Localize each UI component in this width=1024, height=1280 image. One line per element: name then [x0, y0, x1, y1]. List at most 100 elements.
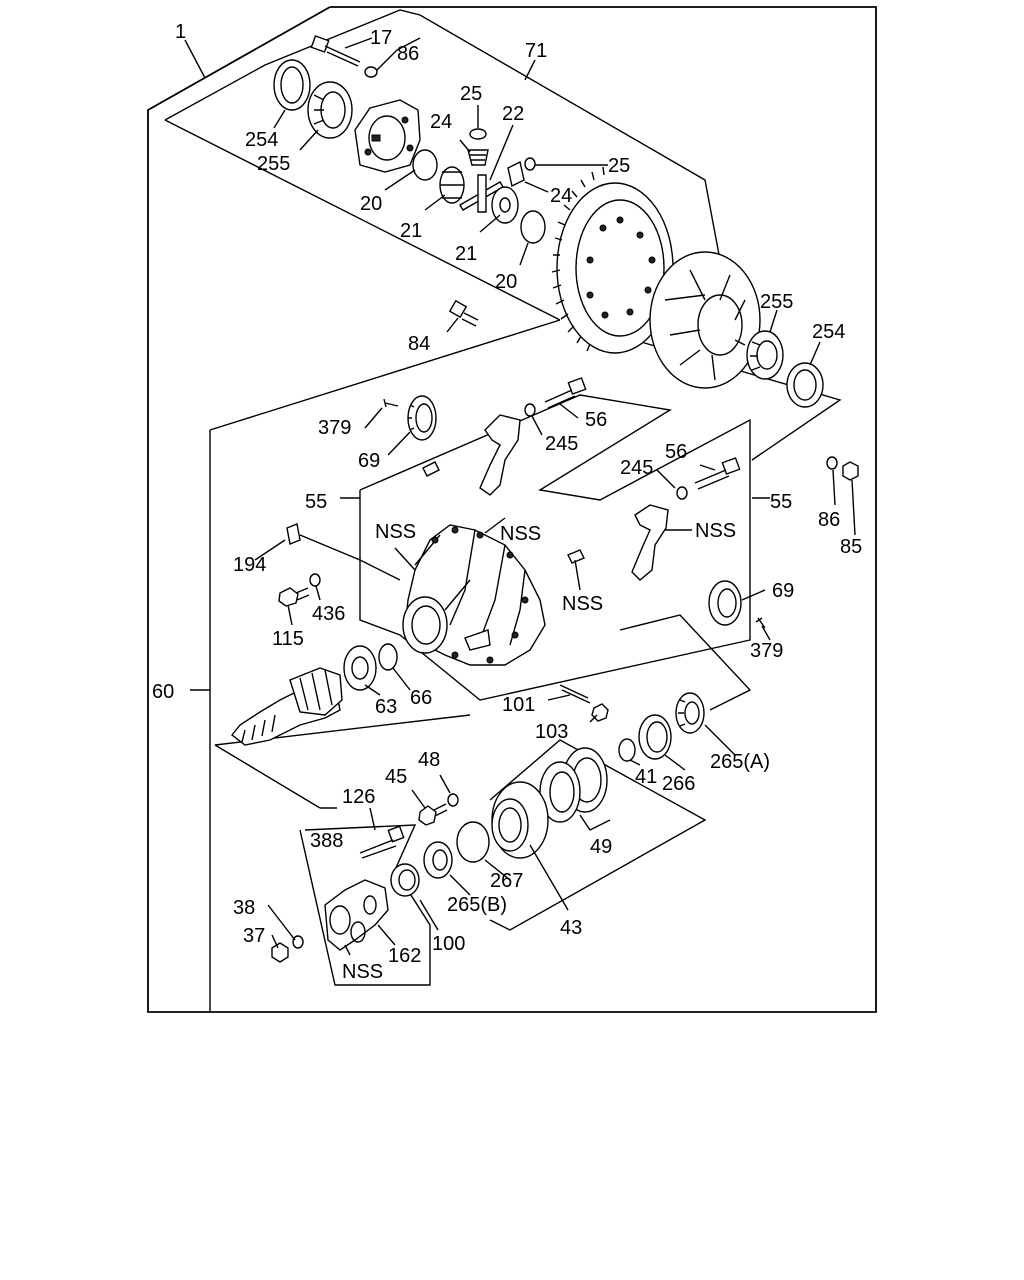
differential-case-half [354, 99, 421, 173]
callout-86-right: 86 [818, 509, 840, 531]
washer-25-right [524, 157, 536, 171]
callout-24-right: 24 [550, 185, 572, 207]
callout-55-left: 55 [305, 491, 327, 513]
bearing-255-right [746, 330, 784, 380]
callout-194: 194 [233, 554, 266, 576]
callout-265b: 265(B) [447, 894, 507, 916]
bolt-56-right [694, 457, 741, 490]
callout-379-right: 379 [750, 640, 783, 662]
callout-37: 37 [243, 925, 265, 947]
bearing-cap-55-top [479, 414, 521, 496]
leader-lines [184, 37, 856, 956]
dowel-nss-right [567, 549, 585, 564]
callout-69-right: 69 [772, 580, 794, 602]
callout-101: 101 [502, 694, 535, 716]
bolt-115 [278, 587, 310, 607]
callout-436: 436 [312, 603, 345, 625]
callout-266: 266 [662, 773, 695, 795]
callout-25-right: 25 [608, 155, 630, 177]
adjuster-69-right [708, 580, 742, 626]
callout-255-right: 255 [760, 291, 793, 313]
dowel-nss-top [422, 461, 440, 477]
flange-yoke-162 [324, 879, 389, 951]
callout-71: 71 [525, 40, 547, 62]
bolt-388 [359, 825, 405, 859]
callout-1: 1 [175, 21, 186, 43]
bearing-race-254-right [786, 362, 824, 408]
callout-22: 22 [502, 103, 524, 125]
bearing-cap-55-right [631, 504, 669, 581]
pinion-gear-24-top [467, 149, 489, 166]
bearing-retainer-43 [491, 781, 549, 859]
callout-49: 49 [590, 836, 612, 858]
callout-379-top: 379 [318, 417, 351, 439]
adjuster-69-top [407, 395, 437, 441]
callout-nss-cap-right: NSS [695, 520, 736, 542]
callout-56-top: 56 [585, 409, 607, 431]
callout-25-top: 25 [460, 83, 482, 105]
bearing-race-254-left [273, 59, 311, 111]
callout-115: 115 [272, 628, 304, 650]
bolt-56-top [544, 377, 587, 409]
callout-103: 103 [535, 721, 568, 743]
washer-25-top [469, 128, 487, 140]
callout-267: 267 [490, 870, 523, 892]
thrust-washer-20-right [520, 210, 546, 244]
callout-55-right: 55 [770, 491, 792, 513]
ring-66 [378, 643, 398, 671]
callout-41: 41 [635, 766, 657, 788]
side-gear-21-left [439, 166, 465, 204]
bearing-race-267 [456, 821, 490, 863]
callout-60: 60 [152, 681, 174, 703]
callout-nss-carrier: NSS [375, 521, 416, 543]
washer-48 [447, 793, 459, 807]
plug-194 [286, 523, 301, 545]
differential-group-outline [164, 9, 842, 461]
callout-21-right: 21 [455, 243, 477, 265]
bolt-84 [448, 299, 479, 327]
yoke-group-outline [299, 824, 431, 986]
washer-245-right [676, 486, 688, 500]
callout-38: 38 [233, 897, 255, 919]
pinion-gear-24-right [507, 160, 525, 188]
nut-85 [842, 461, 859, 481]
callout-245-top: 245 [545, 433, 578, 455]
bearing-63 [343, 645, 377, 691]
callout-69-top: 69 [358, 450, 380, 472]
callout-nss-cap-top: NSS [500, 523, 541, 545]
bearing-265a [675, 692, 705, 734]
callout-48: 48 [418, 749, 440, 771]
callout-265a: 265(A) [710, 751, 770, 773]
callout-24-top: 24 [430, 111, 452, 133]
callout-nss-dowel: NSS [562, 593, 603, 615]
callout-245-right: 245 [620, 457, 653, 479]
pin-379-right [755, 617, 766, 629]
stud-101 [559, 684, 591, 704]
oil-seal-100 [390, 863, 420, 897]
callout-labels: 1 17 86 71 254 255 25 24 22 25 24 20 21 … [152, 21, 862, 983]
bolt-45 [418, 803, 448, 826]
callout-85: 85 [840, 536, 862, 558]
callout-254-right: 254 [812, 321, 845, 343]
carrier-group-outline [209, 319, 752, 1012]
shim-49 [539, 747, 608, 823]
washer-245-top [524, 403, 536, 417]
callout-84: 84 [408, 333, 430, 355]
side-gear-21-right [491, 186, 519, 224]
callout-20-right: 20 [495, 271, 517, 293]
callout-45: 45 [385, 766, 407, 788]
callout-86-top: 86 [397, 43, 419, 65]
callout-254-left: 254 [245, 129, 278, 151]
callout-17: 17 [370, 27, 392, 49]
bearing-265b [423, 841, 453, 879]
washer-38 [292, 935, 304, 949]
bolt-17 [310, 35, 361, 67]
callout-100: 100 [432, 933, 465, 955]
differential-case-right [649, 251, 761, 389]
callout-56-right: 56 [665, 441, 687, 463]
callout-nss-yoke: NSS [342, 961, 383, 983]
nut-37 [271, 942, 289, 963]
diagram-frame [147, 6, 877, 1013]
washer-436 [309, 573, 321, 587]
washer-86-right [826, 456, 838, 470]
